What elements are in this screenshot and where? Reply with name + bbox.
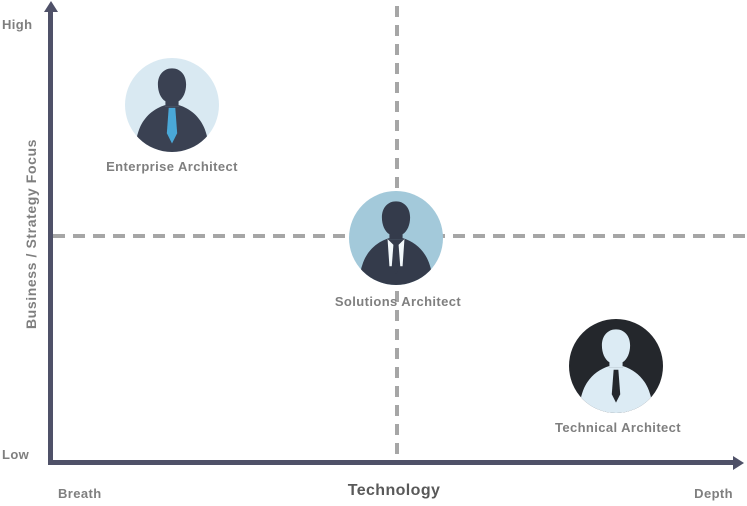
y-axis-max-label: High: [2, 17, 33, 32]
x-axis-arrow-right-icon: [733, 455, 744, 470]
persona-label: Solutions Architect: [334, 294, 462, 309]
x-axis-max-label: Depth: [694, 486, 733, 501]
persona-technical-architect: [569, 319, 663, 413]
businessman-avatar-icon: [569, 319, 663, 413]
persona-label: Technical Architect: [554, 420, 682, 435]
x-axis-title: Technology: [347, 482, 441, 499]
persona-enterprise-architect: [125, 58, 219, 152]
x-axis-line: [48, 460, 735, 465]
businessman-avatar-icon: [125, 58, 219, 152]
y-axis-title: Business / Strategy Focus: [23, 138, 39, 330]
x-axis-min-label: Breath: [58, 486, 102, 501]
businessman-avatar-icon: [349, 191, 443, 285]
persona-label: Enterprise Architect: [106, 159, 238, 174]
y-axis-min-label: Low: [2, 447, 30, 462]
persona-solutions-architect: [349, 191, 443, 285]
y-axis-arrow-up-icon: [43, 1, 58, 12]
y-axis-line: [48, 10, 53, 465]
